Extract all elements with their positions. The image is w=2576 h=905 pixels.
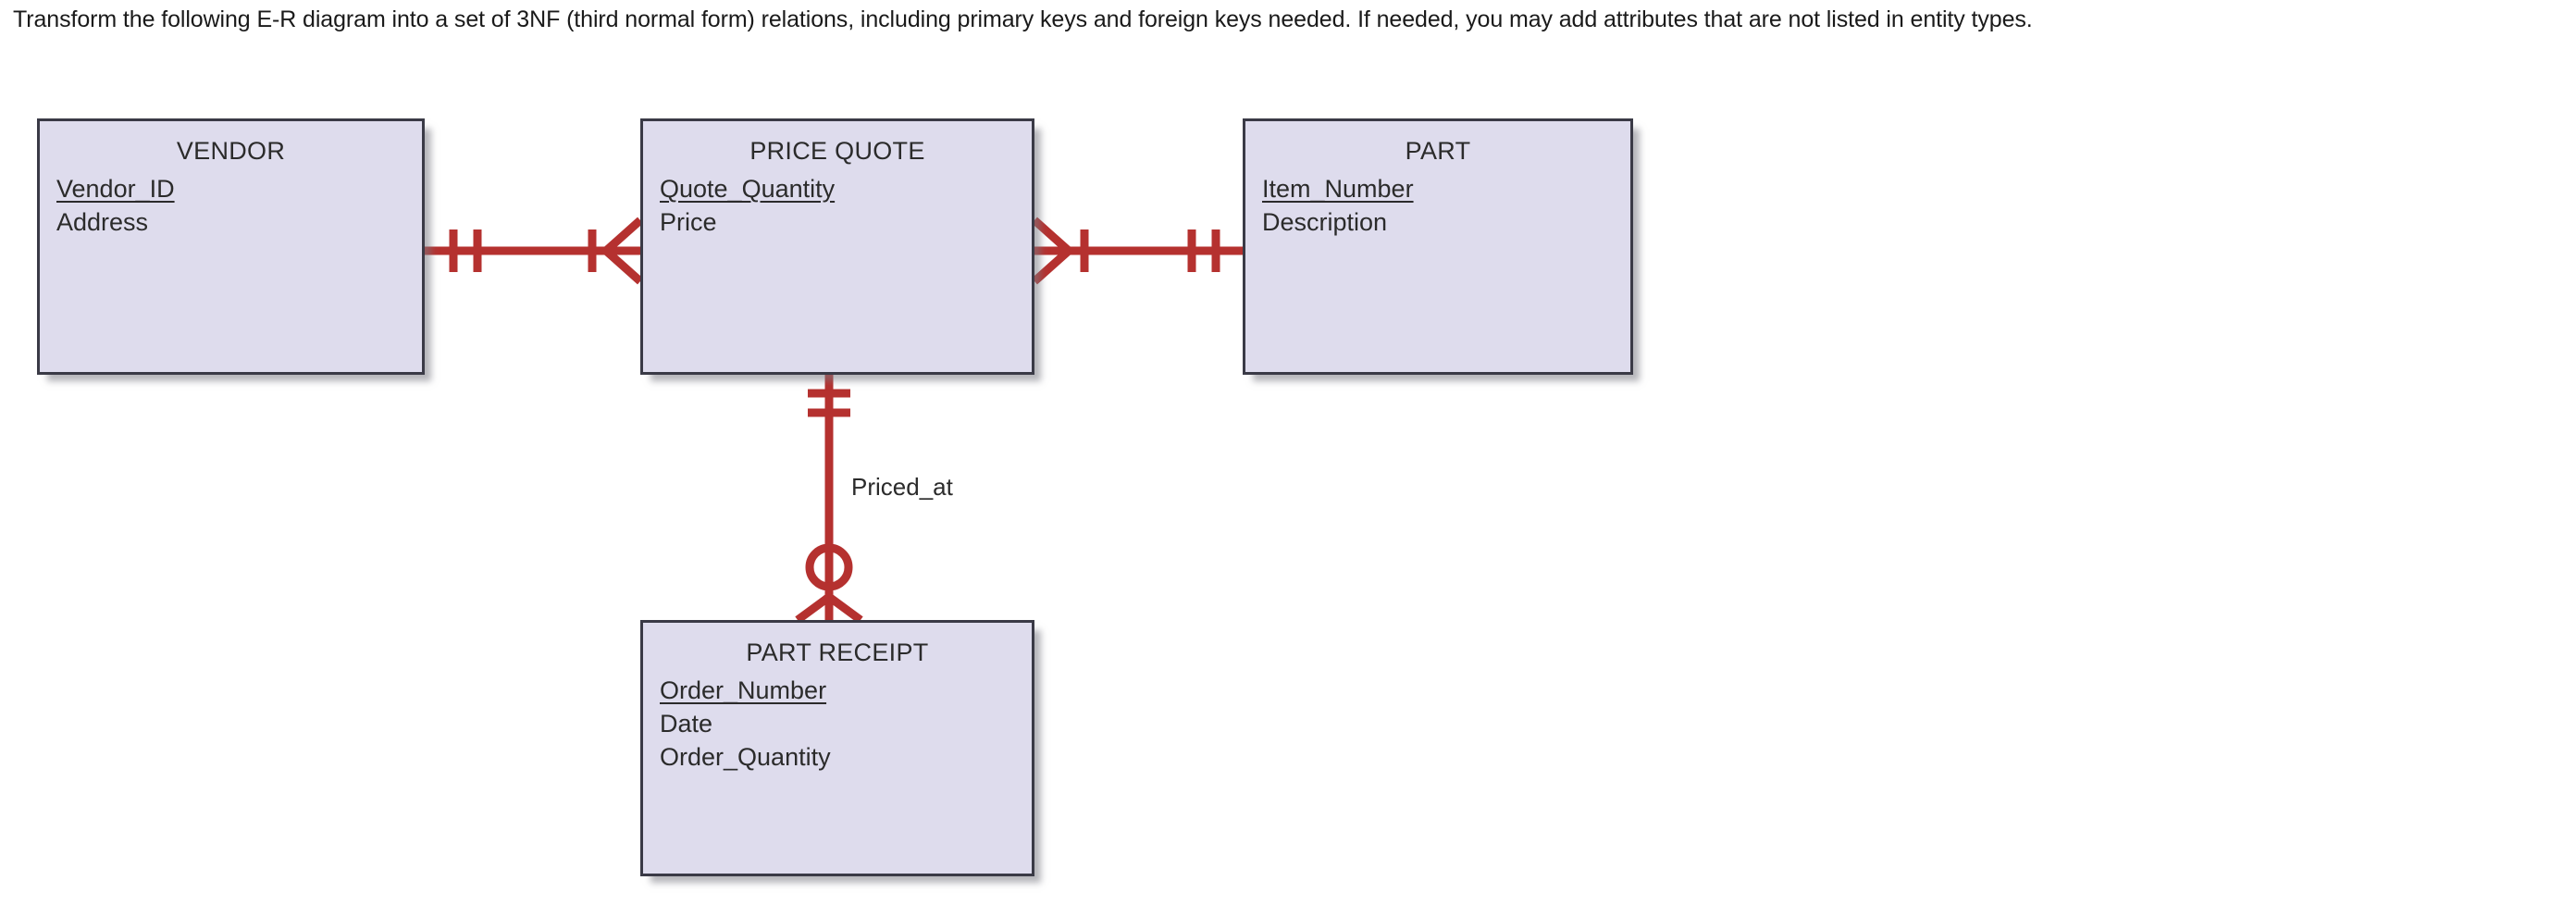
entity-vendor-title: VENDOR	[176, 137, 286, 165]
entity-part-attributes: Item_Number Description	[1245, 172, 1630, 239]
relationship-label-priced-at: Priced_at	[851, 473, 953, 501]
attribute-quote-quantity: Quote_Quantity	[660, 175, 836, 203]
attribute-order-number: Order_Number	[660, 676, 827, 704]
entity-price-quote[interactable]: PRICE QUOTE Quote_Quantity Price	[640, 118, 1034, 375]
attribute-item-number: Item_Number	[1262, 175, 1414, 203]
attribute-price: Price	[660, 208, 717, 236]
entity-part-receipt[interactable]: PART RECEIPT Order_Number Date Order_Qua…	[640, 620, 1034, 876]
entity-part-title: PART	[1405, 137, 1471, 165]
entity-price-quote-attributes: Quote_Quantity Price	[643, 172, 1032, 239]
attribute-date: Date	[660, 710, 713, 738]
entity-part-receipt-attributes: Order_Number Date Order_Quantity	[643, 674, 1032, 774]
attribute-vendor-id: Vendor_ID	[56, 175, 175, 203]
attribute-order-quantity: Order_Quantity	[660, 743, 831, 771]
entity-part[interactable]: PART Item_Number Description	[1243, 118, 1633, 375]
connector-vendor-price-quote	[425, 217, 643, 285]
entity-vendor-attributes: Vendor_ID Address	[40, 172, 422, 239]
attribute-description: Description	[1262, 208, 1388, 236]
connector-price-quote-part	[1032, 217, 1243, 285]
exercise-prompt: Transform the following E-R diagram into…	[13, 6, 2033, 32]
entity-part-receipt-title: PART RECEIPT	[746, 638, 929, 666]
entity-price-quote-title: PRICE QUOTE	[749, 137, 925, 165]
attribute-vendor-address: Address	[56, 208, 149, 236]
entity-vendor[interactable]: VENDOR Vendor_ID Address	[37, 118, 425, 375]
